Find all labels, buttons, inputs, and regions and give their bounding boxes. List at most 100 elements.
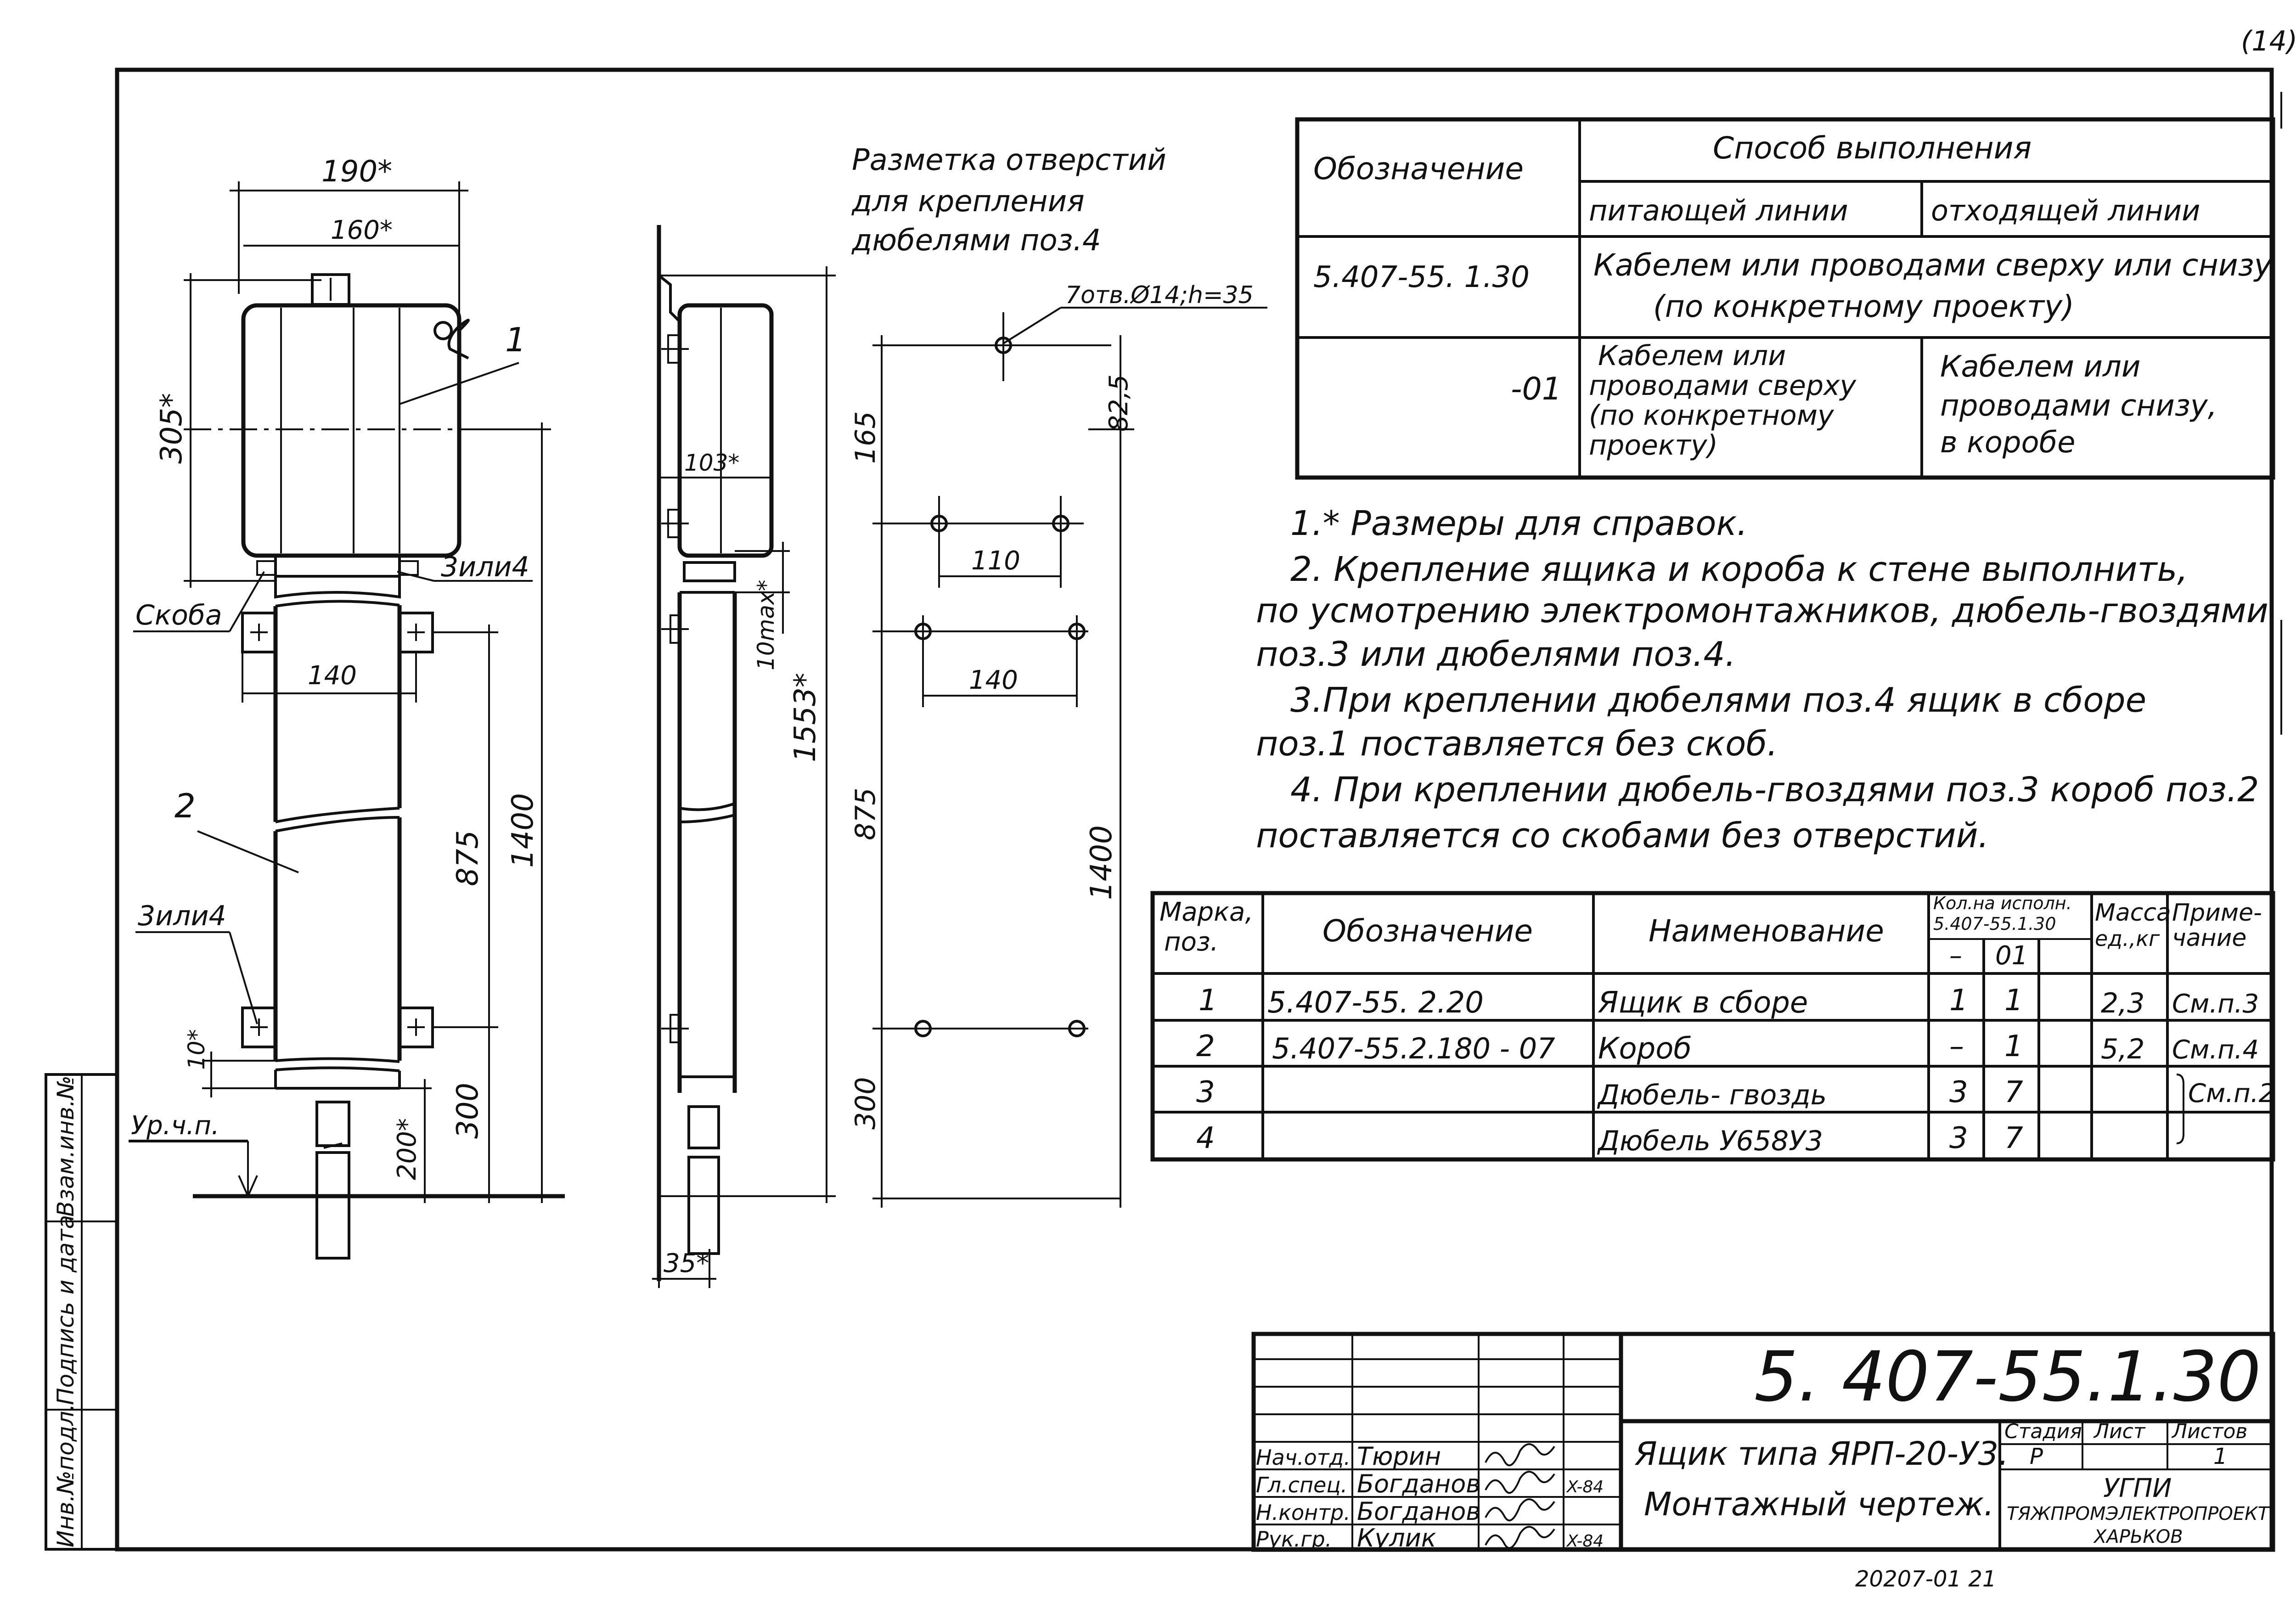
person-2: Богданов — [1357, 1469, 1480, 1498]
mode-row2-out-2: проводами снизу, — [1940, 389, 2217, 423]
doc-number: 5. 407-55.1.30 — [1754, 1337, 2261, 1417]
signature-4 — [1485, 1526, 1555, 1549]
spec-hdr-mass-2: ед.,кг — [2095, 926, 2160, 951]
label-3-or-4-bottom: 3или4 — [138, 900, 226, 932]
dim-305: 305* — [155, 393, 189, 464]
signature-3 — [1485, 1498, 1555, 1522]
org-2: ТЯЖПРОМЭЛЕКТРОПРОЕКТ — [2007, 1503, 2271, 1524]
spec-r2-q2: 1 — [2004, 1029, 2023, 1063]
dim-300: 300 — [451, 1083, 485, 1139]
dim-r110: 110 — [971, 546, 1020, 576]
mode-col-feed: питающей линии — [1589, 194, 1848, 227]
spec-hdr-name: Наименование — [1649, 913, 1884, 949]
spec-r1-mass: 2,3 — [2101, 987, 2144, 1019]
sheets-header: Листов — [2171, 1420, 2247, 1443]
title-main: Ящик типа ЯРП-20-У3. — [1634, 1435, 2009, 1473]
frame-border — [115, 67, 2274, 1552]
mode-row2-feed-1: Кабелем или — [1598, 340, 1786, 372]
dim-35: 35* — [664, 1249, 709, 1278]
bottom-code: 20207-01 21 — [1855, 1566, 1996, 1592]
spec-r1-name: Ящик в сборе — [1598, 986, 1808, 1020]
role-1: Нач.отд. — [1256, 1445, 1351, 1470]
mode-col-oboz: Обозначение — [1313, 151, 1524, 186]
person-1: Тюрин — [1357, 1442, 1441, 1471]
dim-r300: 300 — [850, 1077, 882, 1130]
stamp-inv: Инв.№подл. — [52, 1404, 79, 1547]
spec-r1-q2: 1 — [2004, 984, 2023, 1018]
spec-r3-mark: 3 — [1196, 1075, 1215, 1109]
spec-r3-name: Дюбель- гвоздь — [1597, 1079, 1827, 1111]
note-2b: по усмотрению электромонтажников, дюбель… — [1256, 591, 2268, 630]
role-2: Гл.спец. — [1256, 1473, 1347, 1497]
org-3: ХАРЬКОВ — [2093, 1526, 2183, 1547]
dim-10max: 10max* — [753, 579, 779, 670]
mode-row2-feed-2: проводами сверху — [1589, 370, 1857, 402]
box-body — [241, 303, 461, 558]
org-1: УГПИ — [2103, 1474, 2172, 1503]
mode-col-sposob: Способ выполнения — [1713, 130, 2032, 166]
note-4a: 4. При креплении дюбель-гвоздями поз.3 к… — [1290, 770, 2259, 810]
spec-hdr-mass-1: Масса — [2095, 899, 2171, 927]
spec-r4-q1: 3 — [1949, 1121, 1968, 1155]
title-sub: Монтажный чертеж. — [1644, 1485, 1994, 1523]
stamp-inv2: Взам.инв.№ — [52, 1075, 79, 1217]
spec-hdr-oboz: Обозначение — [1322, 913, 1533, 949]
note-2a: 2. Крепление ящика и короба к стене выпо… — [1290, 550, 2188, 589]
dim-r875: 875 — [850, 787, 882, 840]
role-4: Рук.гр. — [1256, 1527, 1332, 1552]
spec-table: Марка, поз. Обозначение Наименование Кол… — [1150, 891, 2275, 1162]
role-3: Н.контр. — [1256, 1500, 1351, 1525]
spec-r4-name: Дюбель У658У3 — [1597, 1125, 1823, 1157]
dim-r825: 82,5 — [1104, 374, 1134, 432]
spec-r1-oboz: 5.407-55. 2.20 — [1267, 986, 1484, 1020]
spec-r1-mark: 1 — [1199, 984, 1217, 1018]
stage-header: Стадия — [2004, 1420, 2082, 1443]
spec-r1-q1: 1 — [1949, 984, 1968, 1018]
dim-10: 10* — [183, 1029, 210, 1070]
title-block: 5. 407-55.1.30 Ящик типа ЯРП-20-У3. Монт… — [1251, 1332, 2275, 1552]
hole-markup: Разметка отверстий для крепления дюбелям… — [850, 143, 1267, 1208]
spec-hdr-qty-1: Кол.на исполн. — [1933, 893, 2072, 913]
spec-r4-q2: 7 — [2004, 1121, 2023, 1155]
dim-r140: 140 — [969, 665, 1018, 695]
spec-hdr-qty-b: 01 — [1995, 941, 2028, 971]
note-3a: 3.При креплении дюбелями поз.4 ящик в сб… — [1290, 681, 2146, 720]
pos-2-label: 2 — [174, 787, 196, 825]
person-3: Богданов — [1357, 1497, 1480, 1526]
stamp-sign: Подпись и дата — [52, 1215, 79, 1405]
spec-r2-mass: 5,2 — [2101, 1033, 2144, 1065]
spec-r3-note: См.п.2 — [2188, 1079, 2275, 1108]
side-stamp: Инв.№подл. Подпись и дата Взам.инв.№ — [45, 1073, 118, 1551]
mode-row2-code: -01 — [1511, 371, 1562, 407]
mode-table: Обозначение Способ выполнения питающей л… — [1295, 117, 2275, 480]
label-3-or-4-top: 3или4 — [441, 551, 529, 583]
spec-r3-q2: 7 — [2004, 1075, 2023, 1109]
page-number: (14) — [2241, 25, 2296, 57]
note-1: 1.* Размеры для справок. — [1290, 504, 1748, 543]
markup-title-3: дюбелями поз.4 — [851, 224, 1101, 258]
date-2: X-84 — [1566, 1478, 1604, 1496]
spec-hdr-mark-2: поз. — [1164, 927, 1218, 957]
markup-title-2: для крепления — [851, 185, 1085, 219]
markup-title-1: Разметка отверстий — [852, 143, 1166, 177]
signature-1 — [1485, 1443, 1555, 1467]
dim-1400: 1400 — [506, 793, 540, 868]
label-floor-level: Ур.ч.п. — [131, 1111, 219, 1141]
dim-190: 190* — [321, 155, 392, 189]
notes-block: 1.* Размеры для справок. 2. Крепление ящ… — [1256, 504, 2268, 855]
spec-hdr-qty-2: 5.407-55.1.30 — [1933, 914, 2056, 934]
spec-hdr-note-1: Приме- — [2172, 899, 2262, 927]
side-view: 1553* 10max* 103* 35* — [652, 225, 836, 1288]
spec-r2-q1: – — [1949, 1029, 1964, 1063]
spec-r2-mark: 2 — [1196, 1029, 1215, 1063]
spec-r3-q1: 3 — [1949, 1075, 1968, 1109]
dim-875: 875 — [451, 830, 485, 886]
spec-r2-name: Короб — [1598, 1032, 1692, 1066]
sheets-value: 1 — [2213, 1444, 2228, 1469]
spec-hdr-note-2: чание — [2172, 924, 2246, 952]
mode-row1-code: 5.407-55. 1.30 — [1313, 260, 1530, 294]
mode-col-out: отходящей линии — [1931, 194, 2200, 227]
spec-hdr-mark-1: Марка, — [1159, 897, 1253, 927]
mode-row1-text-2: (по конкретному проекту) — [1653, 289, 2074, 324]
